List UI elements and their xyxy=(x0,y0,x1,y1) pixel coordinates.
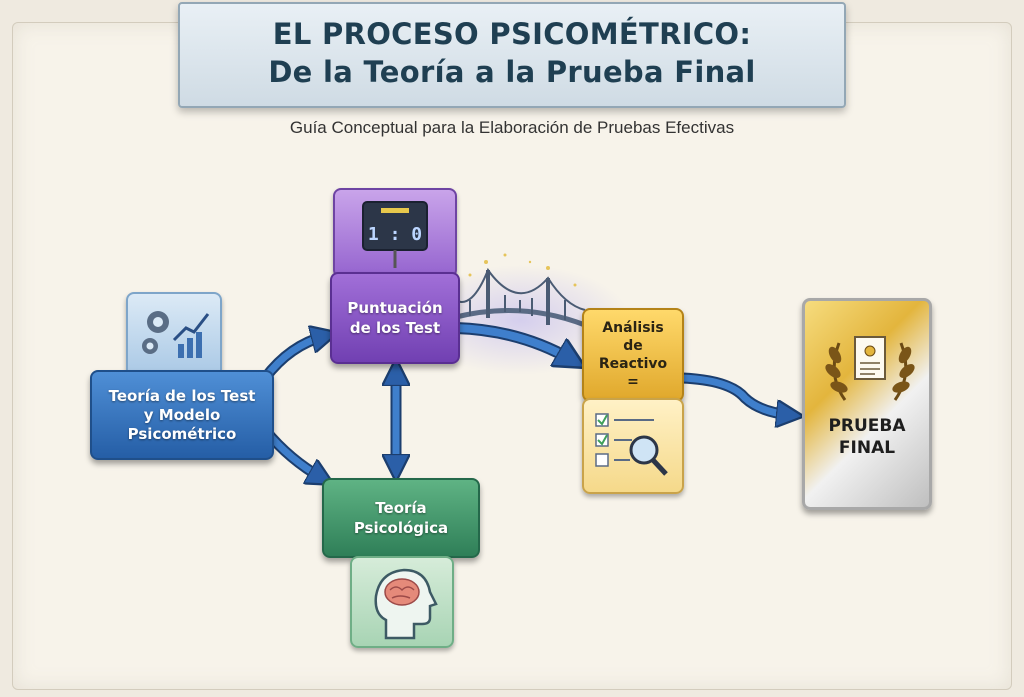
gears-chart-icon-box xyxy=(126,292,222,378)
node-puntuacion-line1: Puntuación xyxy=(347,299,443,317)
bridge-icon xyxy=(451,267,586,328)
scoreboard-icon: 1 : 0 xyxy=(362,201,428,268)
title-banner: EL PROCESO PSICOMÉTRICO: De la Teoría a … xyxy=(178,2,846,108)
node-prueba-final: PRUEBA FINAL xyxy=(802,298,932,510)
node-teoria-test-line1: Teoría de los Test xyxy=(108,386,256,405)
node-teoria-test-line3: Psicométrico xyxy=(127,424,237,443)
arrow-teoria-to-puntuacion xyxy=(262,336,325,381)
title-line-1: EL PROCESO PSICOMÉTRICO: xyxy=(272,17,752,51)
node-prueba-final-line1: PRUEBA xyxy=(828,416,906,436)
checklist-magnifier-icon xyxy=(595,413,668,476)
node-puntuacion-line2: de los Test xyxy=(349,319,441,337)
node-teoria-test: Teoría de los Test y Modelo Psicométrico xyxy=(90,370,274,460)
node-analisis-line2: de xyxy=(623,338,643,354)
node-teoria-psicologica-line1: Teoría xyxy=(375,499,427,517)
node-teoria-test-line2: y Modelo xyxy=(143,405,221,424)
sparkles-icon xyxy=(468,253,577,287)
node-teoria-psicologica: Teoría Psicológica xyxy=(322,478,480,558)
title-line-2: De la Teoría a la Prueba Final xyxy=(268,55,756,89)
node-puntuacion: Puntuación de los Test xyxy=(330,272,460,364)
node-analisis: Análisis de Reactivo = xyxy=(582,308,684,402)
brain-head-icon xyxy=(374,568,438,640)
brain-icon-box xyxy=(350,556,454,648)
scoreboard-icon-box: 1 : 0 xyxy=(333,188,457,278)
checklist-icon-box xyxy=(582,398,684,494)
laurel-document-icon xyxy=(825,336,915,401)
node-analisis-line4: = xyxy=(627,374,639,390)
subtitle: Guía Conceptual para la Elaboración de P… xyxy=(289,118,735,137)
node-analisis-line3: Reactivo xyxy=(598,356,668,372)
scoreboard-digits: 1 : 0 xyxy=(368,224,422,245)
gears-chart-icon xyxy=(142,311,210,358)
node-analisis-line1: Análisis xyxy=(602,320,664,336)
arrow-puntuacion-to-analisis xyxy=(455,324,572,360)
arrow-analisis-to-prueba xyxy=(681,374,790,415)
node-prueba-final-line2: FINAL xyxy=(838,438,896,458)
node-teoria-psicologica-line2: Psicológica xyxy=(353,519,449,537)
